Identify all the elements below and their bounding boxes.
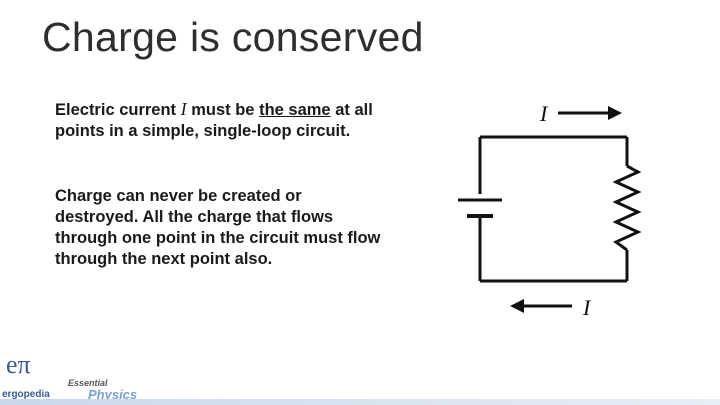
ergopedia-logo-icon: eπ bbox=[6, 350, 31, 379]
series-label-top: Essential bbox=[68, 378, 108, 388]
series-label-bottom: Physics bbox=[88, 387, 138, 402]
battery-icon bbox=[458, 198, 502, 218]
footer-bar bbox=[0, 399, 720, 405]
current-label-top: I bbox=[539, 101, 549, 126]
resistor-icon bbox=[612, 164, 642, 252]
current-statement: Electric current I must be the same at a… bbox=[55, 99, 375, 142]
circuit-diagram: I I bbox=[458, 101, 642, 320]
current-label-bottom: I bbox=[582, 295, 592, 320]
slide-title: Charge is conserved bbox=[42, 14, 424, 60]
current-arrow-right-icon bbox=[558, 106, 622, 120]
underlined-phrase: the same bbox=[259, 101, 331, 119]
conservation-statement: Charge can never be created or destroyed… bbox=[55, 187, 381, 268]
circuit-wires bbox=[478, 135, 629, 283]
current-statement-middle: must be bbox=[186, 101, 260, 119]
current-statement-before: Electric current bbox=[55, 101, 181, 119]
ergopedia-wordmark: ergopedia bbox=[2, 389, 50, 400]
current-statement-after: at all points in a simple, single-loop c… bbox=[55, 101, 373, 140]
current-arrow-left-icon bbox=[510, 299, 572, 313]
current-variable: I bbox=[180, 99, 187, 119]
